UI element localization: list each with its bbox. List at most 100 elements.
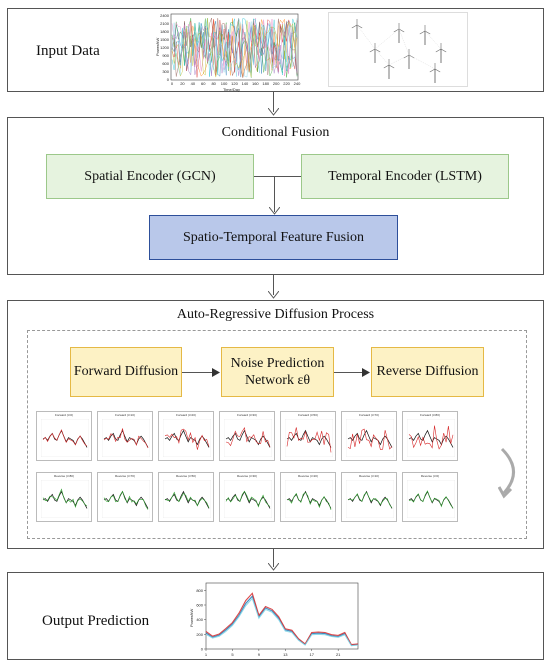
arrowhead-right-icon: [362, 368, 370, 377]
temporal-encoder-label: Temporal Encoder (LSTM): [328, 168, 482, 184]
input-ytick-label: 900: [162, 53, 169, 58]
input-series-line: [171, 18, 298, 78]
wind-turbine-icon: [435, 43, 447, 63]
reverse-step-plot: Reverse (t=80): [36, 472, 92, 522]
input-xtick-label: 80: [211, 81, 216, 86]
reverse-step-plot: Reverse (t=0): [402, 472, 458, 522]
input-xtick-label: 140: [242, 81, 249, 86]
mini-plot-title: Forward (t=50): [298, 413, 318, 417]
output-xtick-label: 9: [258, 652, 261, 657]
reverse-step-plot: Reverse (t=20): [280, 472, 336, 522]
input-ytick-label: 2400: [160, 13, 170, 18]
input-xtick-label: 0: [171, 81, 174, 86]
input-ytick-label: 2100: [160, 21, 170, 26]
input-xtick-label: 240: [294, 81, 301, 86]
forward-step-plot: Forward (t=70): [341, 411, 397, 461]
wind-turbine-icon: [351, 19, 363, 39]
input-series-line: [171, 18, 298, 78]
forward-diffusion-label: Forward Diffusion: [73, 364, 179, 380]
diffusion-panel-title: Auto-Regressive Diffusion Process: [176, 307, 375, 322]
graph-edge: [374, 48, 390, 66]
forward-step-plot: Forward (t=10): [97, 411, 153, 461]
output-plot-frame: [205, 582, 359, 650]
input-ytick-label: 1200: [160, 45, 170, 50]
arrowhead-icon: [268, 108, 279, 116]
input-xtick-label: 20: [180, 81, 185, 86]
arrow-forward-to-noise: [182, 372, 216, 373]
reverse-step-plot: Reverse (t=50): [158, 472, 214, 522]
noise-prediction-box: Noise Prediction Network εθ: [221, 347, 334, 397]
input-xtick-label: 60: [201, 81, 206, 86]
feature-fusion-box: Spatio-Temporal Feature Fusion: [149, 215, 398, 260]
input-xtick-label: 160: [252, 81, 259, 86]
input-xtick-label: 200: [273, 81, 280, 86]
input-series-line: [171, 17, 298, 78]
output-series-line: [205, 595, 359, 646]
wind-turbine-graph: [328, 12, 468, 87]
output-ytick-label: 200: [196, 632, 203, 637]
connector-diffusion-to-output: [273, 549, 274, 567]
encoder-to-fusion-line: [274, 176, 275, 212]
wind-turbine-icon: [403, 49, 415, 69]
output-xtick-label: 21: [336, 652, 341, 657]
forward-step-plot: Forward (t=0): [36, 411, 92, 461]
reverse-step-plot: Reverse (t=30): [219, 472, 275, 522]
output-ytick-label: 800: [196, 588, 203, 593]
input-xtick-label: 220: [283, 81, 290, 86]
diffusion-dashed-frame: Forward Diffusion Noise Prediction Netwo…: [27, 330, 527, 539]
mini-plot-title: Forward (t=80): [420, 413, 440, 417]
reverse-diffusion-label: Reverse Diffusion: [376, 364, 479, 380]
wind-turbine-icon: [429, 63, 441, 83]
input-chart-ylabel: Power/kW: [155, 38, 160, 56]
input-xtick-label: 180: [262, 81, 269, 86]
reverse-diffusion-box: Reverse Diffusion: [371, 347, 484, 397]
forward-step-plot: Forward (t=20): [158, 411, 214, 461]
graph-edge: [388, 54, 410, 66]
output-ytick-label: 600: [196, 603, 203, 608]
temporal-encoder-box: Temporal Encoder (LSTM): [301, 154, 509, 199]
input-data-title: Input Data: [36, 43, 100, 59]
mini-plot-title: Reverse (t=30): [237, 474, 257, 478]
forward-step-plot: Forward (t=50): [280, 411, 336, 461]
connector-input-to-fusion: [273, 92, 274, 112]
encoder-link-line: [254, 176, 301, 177]
output-xtick-label: 13: [283, 652, 288, 657]
graph-edge: [374, 28, 400, 50]
output-series-line: [205, 597, 359, 647]
mini-plot-title: Reverse (t=50): [176, 474, 196, 478]
arrowhead-right-icon: [212, 368, 220, 377]
fusion-panel-title: Conditional Fusion: [221, 125, 330, 140]
input-ytick-label: 0: [167, 77, 170, 82]
mini-plot-title: Reverse (t=0): [420, 474, 440, 478]
mini-plot-title: Reverse (t=80): [54, 474, 74, 478]
forward-step-plot: Forward (t=80): [402, 411, 458, 461]
wind-turbine-icon: [419, 25, 431, 45]
graph-edge: [408, 54, 436, 70]
input-ytick-label: 300: [162, 69, 169, 74]
arrowhead-icon: [268, 563, 279, 571]
diffusion-panel: Auto-Regressive Diffusion Process Forwar…: [7, 300, 544, 549]
input-series-line: [171, 21, 298, 76]
spatial-encoder-box: Spatial Encoder (GCN): [46, 154, 254, 199]
reverse-step-plot: Reverse (t=10): [341, 472, 397, 522]
input-xtick-label: 120: [231, 81, 238, 86]
output-ytick-label: 0: [201, 647, 204, 652]
output-chart-ylabel: Power/kW: [189, 609, 194, 627]
input-ytick-label: 1500: [160, 37, 170, 42]
forward-diffusion-box: Forward Diffusion: [70, 347, 182, 397]
connector-fusion-to-diffusion: [273, 275, 274, 295]
input-xtick-label: 40: [191, 81, 196, 86]
forward-step-plot: Forward (t=30): [219, 411, 275, 461]
input-series-line: [171, 18, 298, 78]
curved-arrow-icon: [498, 447, 515, 499]
mini-plot-title: Reverse (t=70): [115, 474, 135, 478]
feature-fusion-label: Spatio-Temporal Feature Fusion: [183, 229, 364, 245]
wind-turbine-icon: [369, 43, 381, 63]
input-chart-xlabel: Time/Day: [223, 87, 240, 92]
arrowhead-icon: [268, 291, 279, 299]
graph-edge: [424, 30, 442, 50]
spatial-encoder-label: Spatial Encoder (GCN): [84, 168, 216, 184]
